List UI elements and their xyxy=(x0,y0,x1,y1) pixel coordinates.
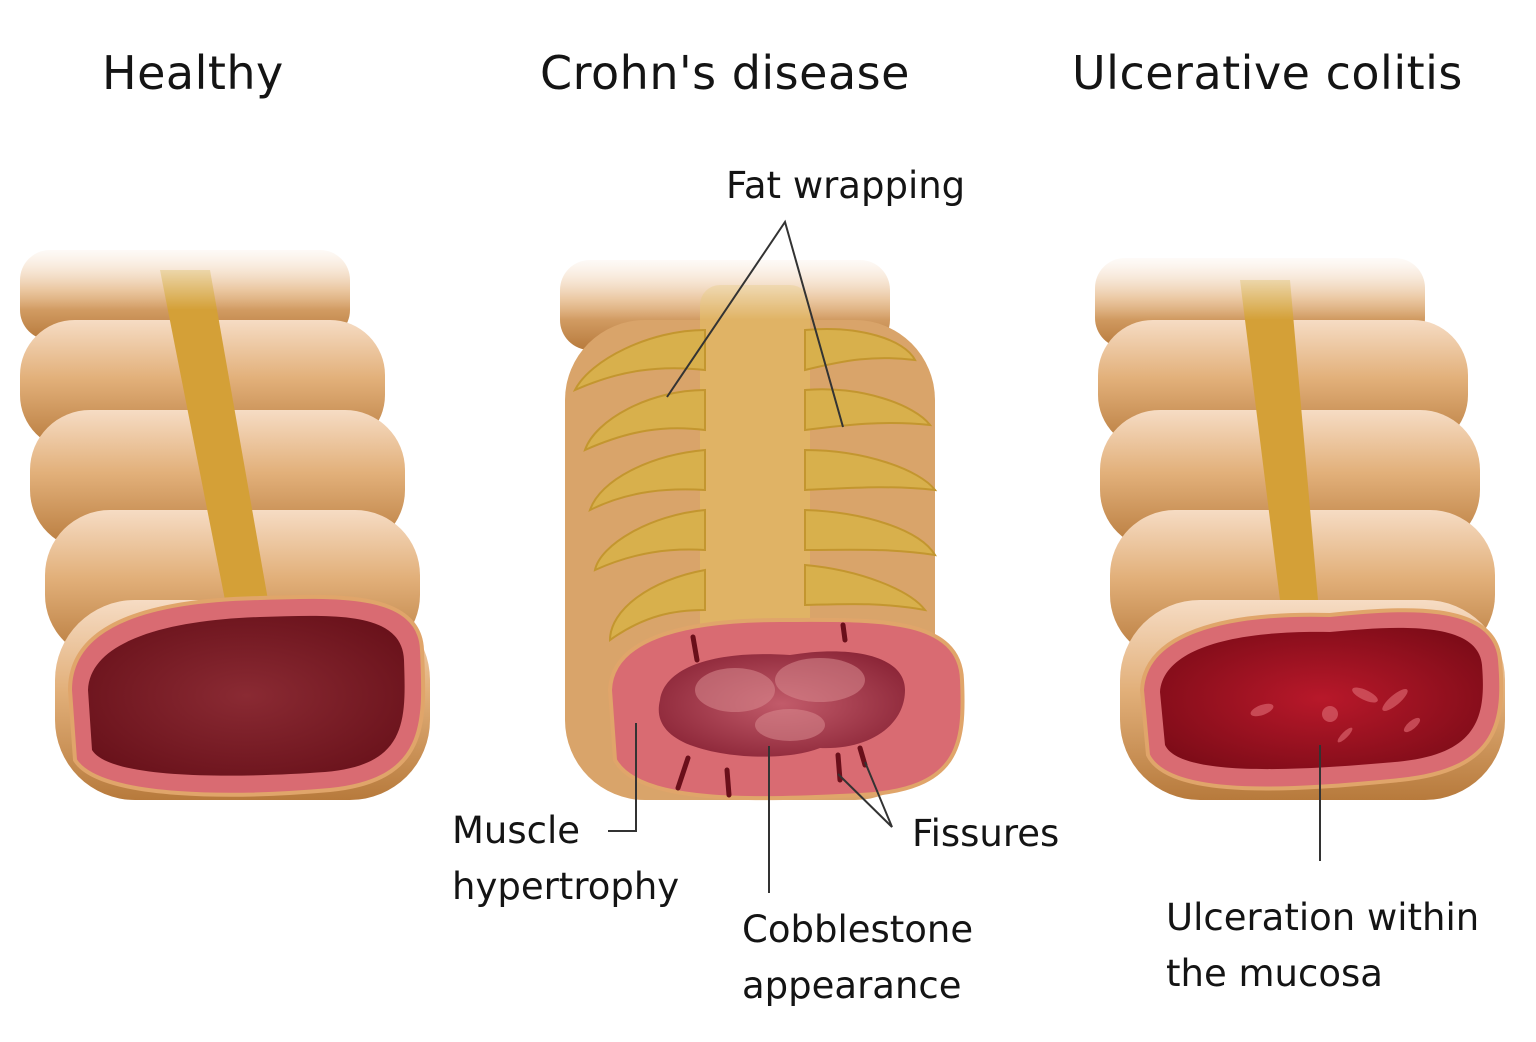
uc-colon xyxy=(1080,250,1520,800)
lumen-inflamed xyxy=(1160,627,1483,770)
label-line: Muscle xyxy=(452,809,581,852)
lumen xyxy=(88,615,405,776)
taenia-band xyxy=(1240,280,1318,600)
label-line: hypertrophy xyxy=(452,865,680,908)
panel-title-healthy: Healthy xyxy=(102,46,284,100)
ulcers xyxy=(1250,687,1421,743)
label-muscle-hypertrophy: Muscle hypertrophy xyxy=(452,803,679,915)
leader-fat-wrapping xyxy=(666,219,844,428)
label-fissures: Fissures xyxy=(912,812,1060,855)
panel-title-crohns: Crohn's disease xyxy=(540,46,910,100)
crohns-colon xyxy=(540,250,965,801)
panel-title-ulcerative-colitis: Ulcerative colitis xyxy=(1072,46,1463,100)
label-cobblestone-appearance: Cobblestone appearance xyxy=(742,902,973,1014)
taenia-band xyxy=(160,270,268,600)
label-fat-wrapping: Fat wrapping xyxy=(726,164,966,207)
cobblestone-bumps xyxy=(695,658,865,741)
label-ulceration-within-mucosa: Ulceration within the mucosa xyxy=(1166,890,1479,1002)
label-line: Ulceration within xyxy=(1166,896,1480,939)
label-line: appearance xyxy=(742,964,962,1007)
leader-fissures xyxy=(837,761,893,828)
label-line: the mucosa xyxy=(1166,952,1383,995)
leader-muscle-hypertrophy xyxy=(608,723,637,832)
healthy-colon xyxy=(0,240,440,800)
label-line: Cobblestone xyxy=(742,908,974,951)
fat-fingers xyxy=(572,328,938,642)
